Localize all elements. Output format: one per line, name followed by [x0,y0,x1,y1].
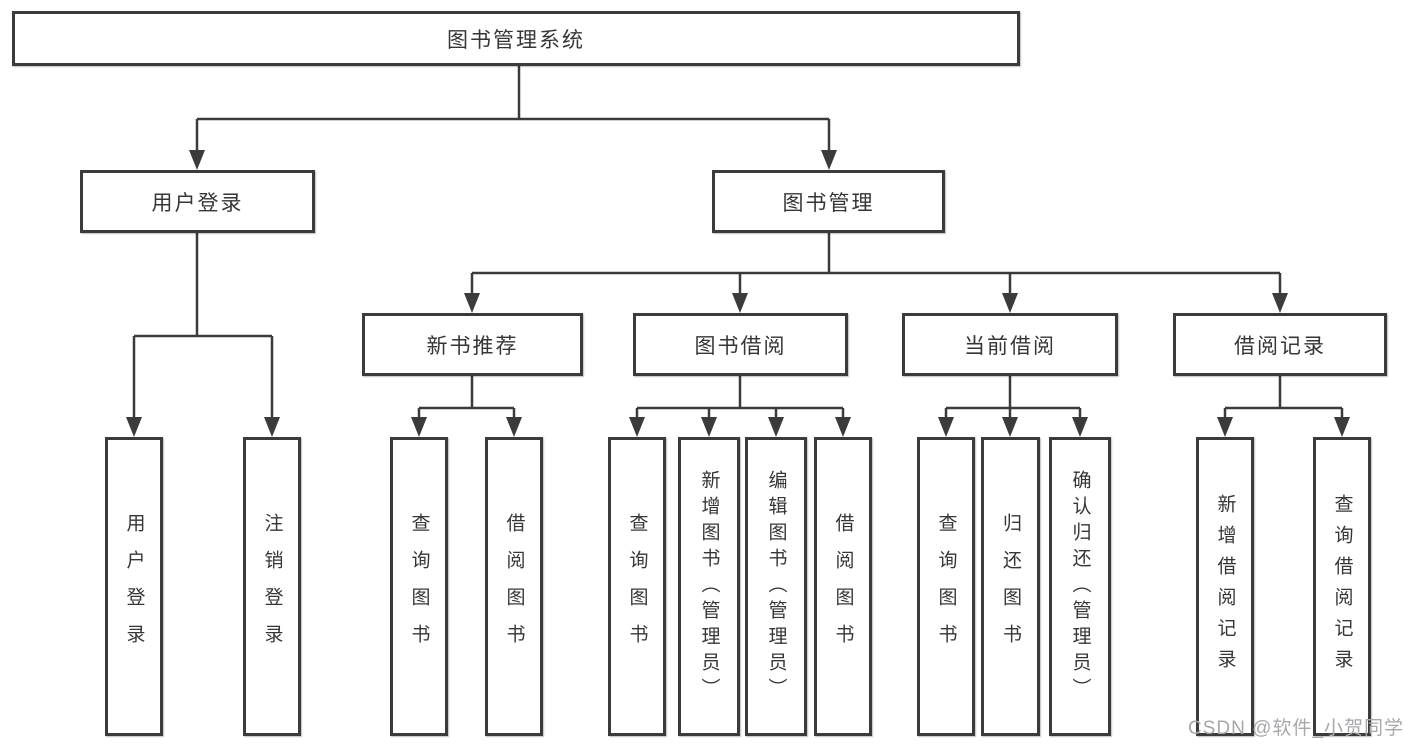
node-label: 查询图书 [935,512,957,661]
node-borrowing-records: 借阅记录 [1173,313,1387,376]
node-label: 编辑图书（管理员） [765,469,787,704]
node-label: 借阅图书 [832,512,854,661]
node-label: 图书管理 [782,191,875,215]
leaf-logout-login: 注销登录 [243,437,301,736]
node-current-borrowing: 当前借阅 [902,313,1118,376]
node-label: 查询借阅记录 [1331,493,1353,680]
node-label: 查询图书 [408,512,430,661]
leaf-bb-add-books-admin: 新增图书（管理员） [678,437,740,736]
node-label: 新增借阅记录 [1214,493,1236,680]
node-new-book-recommendation: 新书推荐 [362,313,583,376]
node-label: 确认归还（管理员） [1069,469,1091,704]
leaf-bb-edit-books-admin: 编辑图书（管理员） [745,437,807,736]
node-label: 注销登录 [261,512,283,661]
node-label: 归还图书 [1000,512,1021,661]
node-book-management: 图书管理 [712,170,945,233]
leaf-br-query-borrow-record: 查询借阅记录 [1313,437,1371,736]
node-label: 用户登录 [123,512,145,661]
leaf-bb-borrow-books: 借阅图书 [814,437,872,736]
node-library-management-system: 图书管理系统 [12,11,1020,66]
leaf-user-login: 用户登录 [105,437,163,736]
node-label: 新增图书（管理员） [698,469,720,704]
node-label: 查询图书 [626,512,648,661]
node-label: 用户登录 [151,191,244,215]
leaf-nb-query-books: 查询图书 [390,437,448,736]
leaf-cb-confirm-return-admin: 确认归还（管理员） [1049,437,1111,736]
node-label: 当前借阅 [964,334,1056,358]
node-book-borrowing: 图书借阅 [633,313,848,376]
leaf-bb-query-books: 查询图书 [608,437,666,736]
node-label: 图书管理系统 [447,28,585,52]
leaf-cb-query-books: 查询图书 [917,437,975,736]
csdn-watermark: CSDN @软件_小贺同学 [1188,718,1404,739]
node-label: 新书推荐 [426,334,519,358]
node-user-login: 用户登录 [80,170,315,233]
node-label: 借阅图书 [503,512,525,661]
node-label: 借阅记录 [1234,334,1326,358]
leaf-nb-borrow-books: 借阅图书 [485,437,543,736]
leaf-cb-return-books: 归还图书 [981,437,1040,736]
leaf-br-add-borrow-record: 新增借阅记录 [1196,437,1254,736]
node-label: 图书借阅 [694,334,787,358]
